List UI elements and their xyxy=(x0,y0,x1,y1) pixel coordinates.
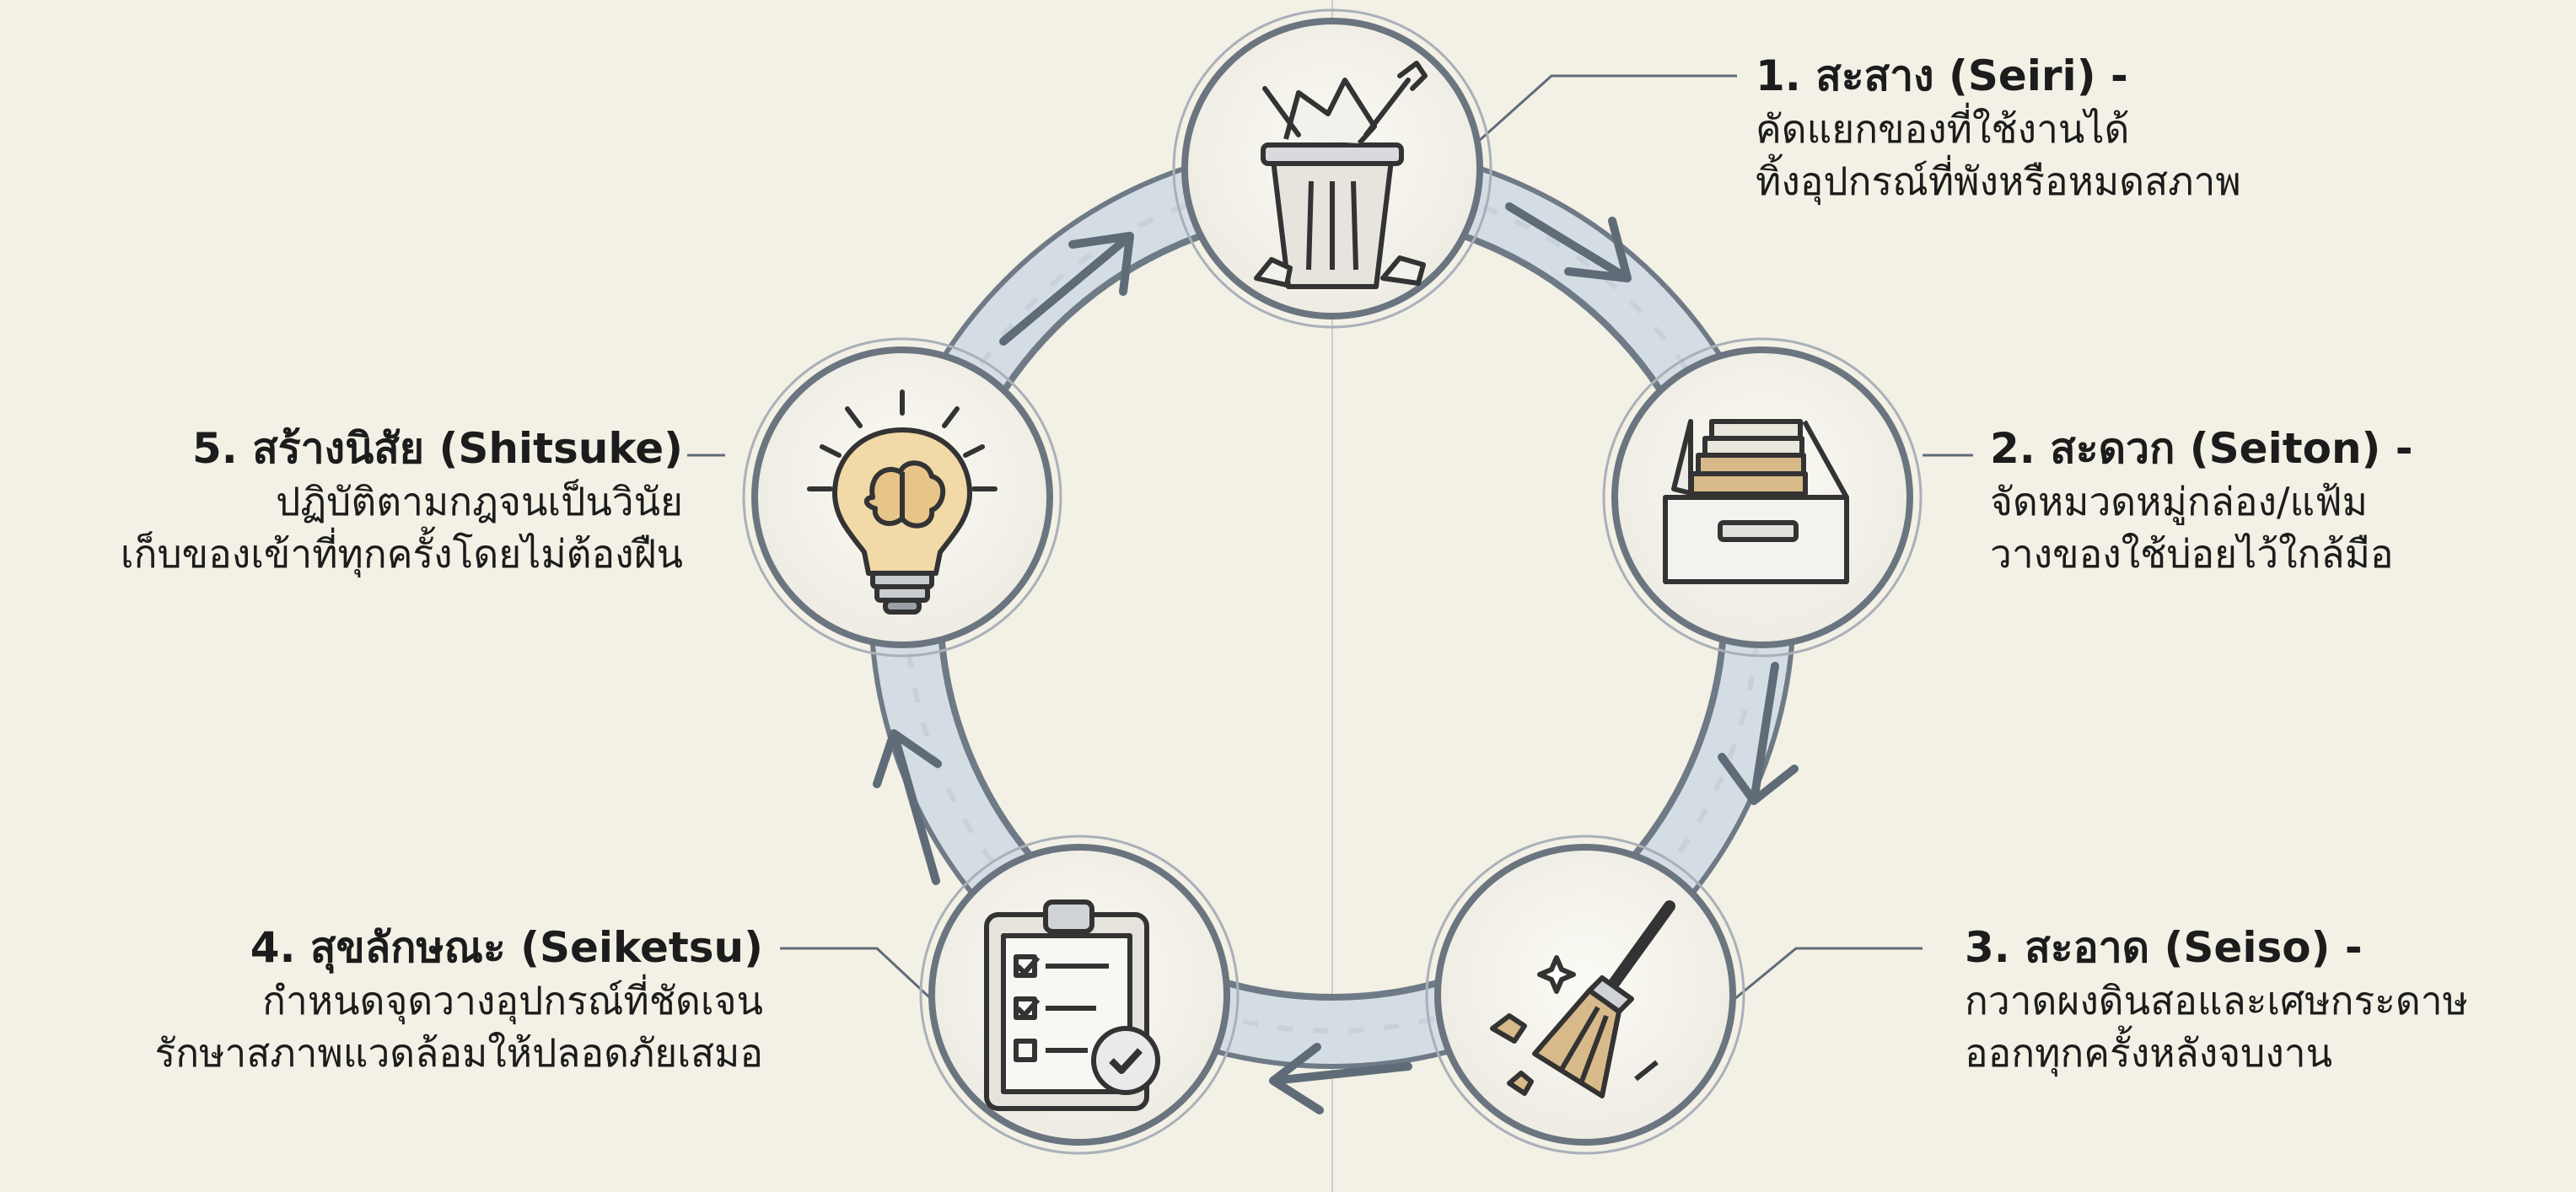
step-1-title: 1. สะสาง (Seiri) - xyxy=(1756,51,2128,100)
step-1-node xyxy=(1172,8,1492,329)
checklist-clipboard-icon xyxy=(984,899,1160,1111)
step-1-label: 1. สะสาง (Seiri) - คัดแยกของที่ใช้งานได้… xyxy=(1756,49,2241,207)
step-4-title: 4. สุขลักษณะ (Seiketsu) xyxy=(250,923,763,972)
arrow-3-to-4 xyxy=(1269,1043,1412,1114)
step-5-title: 5. สร้างนิสัย (Shitsuke) xyxy=(192,424,683,473)
lightbulb-brain-icon xyxy=(807,389,998,615)
flow-arrows xyxy=(873,202,1799,1114)
arrow-5-to-1 xyxy=(999,232,1134,346)
arrow-1-to-2 xyxy=(1505,202,1632,282)
step-2-node xyxy=(1602,337,1923,658)
step-5-line-2: เก็บของเข้าที่ทุกครั้งโดยไม่ต้องฝืน xyxy=(120,531,683,577)
step-4-line-1: กำหนดจุดวางอุปกรณ์ที่ชัดเจน xyxy=(262,978,763,1023)
leader-lines xyxy=(687,74,1973,1009)
step-2-label: 2. สะดวก (Seiton) - จัดหมวดหมู่กล่อง/แฟ้… xyxy=(1990,421,2413,580)
step-5-line-1: ปฏิบัติตามกฎจนเป็นวินัย xyxy=(276,479,683,524)
step-5-label: 5. สร้างนิสัย (Shitsuke) ปฏิบัติตามกฎจนเ… xyxy=(121,421,683,580)
arrow-2-to-3 xyxy=(1718,662,1799,805)
step-3-label: 3. สะอาด (Seiso) - กวาดผงดินสอและเศษกระด… xyxy=(1965,921,2468,1079)
step-3-line-2: ออกทุกครั้งหลังจบงาน xyxy=(1965,1030,2333,1076)
step-3-title: 3. สะอาด (Seiso) - xyxy=(1965,923,2363,972)
arrow-4-to-5 xyxy=(873,729,942,885)
step-1-line-2: ทิ้งอุปกรณ์ที่พังหรือหมดสภาพ xyxy=(1756,158,2241,204)
trash-can-icon xyxy=(1254,61,1428,289)
step-4-label: 4. สุขลักษณะ (Seiketsu) กำหนดจุดวางอุปกร… xyxy=(155,921,763,1079)
step-2-title: 2. สะดวก (Seiton) - xyxy=(1990,424,2413,473)
step-4-line-2: รักษาสภาพแวดล้อมให้ปลอดภัยเสมอ xyxy=(154,1030,763,1076)
step-2-line-1: จัดหมวดหมู่กล่อง/แฟ้ม xyxy=(1990,479,2368,524)
step-5-node xyxy=(742,337,1062,658)
step-2-line-2: วางของใช้บ่อยไว้ใกล้มือ xyxy=(1990,531,2394,577)
file-drawer-icon xyxy=(1663,419,1849,584)
step-1-line-1: คัดแยกของที่ใช้งานได้ xyxy=(1756,106,2130,152)
step-3-line-1: กวาดผงดินสอและเศษกระดาษ xyxy=(1965,978,2468,1023)
broom-icon xyxy=(1490,900,1675,1098)
step-3-node xyxy=(1425,835,1745,1155)
step-4-node xyxy=(919,835,1240,1155)
